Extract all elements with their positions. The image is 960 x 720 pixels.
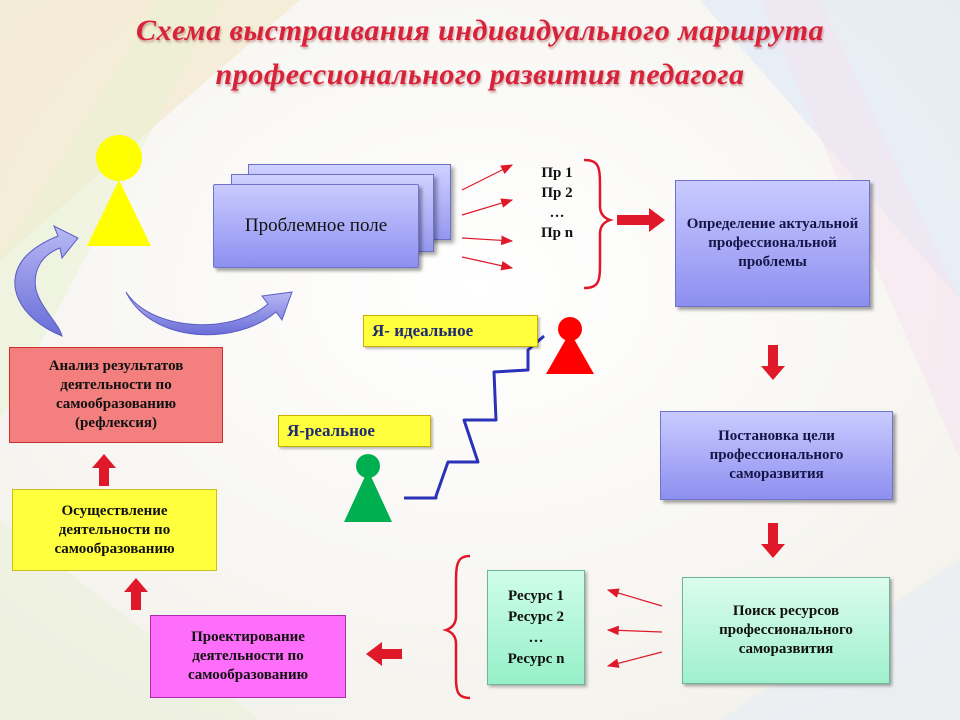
problem-field-label: Проблемное поле	[244, 215, 388, 236]
problem-item: …	[549, 205, 565, 221]
thick-arrow-up-icon	[92, 454, 116, 486]
problem-arrows	[461, 164, 514, 271]
real-self-label: Я-реальное	[278, 415, 431, 447]
ideal-self-label: Я- идеальное	[363, 315, 538, 347]
thick-arrow-up-icon	[124, 578, 148, 610]
thick-arrow-left-icon	[366, 642, 402, 666]
resource-arrows	[606, 588, 663, 668]
find-resources-box: Поиск ресурсов профессионального самораз…	[682, 577, 890, 684]
problems-list: Пр 1 Пр 2 … Пр n	[532, 163, 582, 243]
title-line-2: профессионального развития педагога	[215, 58, 745, 91]
problem-field-box: Проблемное поле	[213, 184, 419, 268]
thick-arrow-right-icon	[617, 208, 665, 232]
resource-item: Ресурс 1	[507, 587, 564, 604]
title-line-1: Схема выстраивания индивидуального маршр…	[135, 14, 825, 47]
set-goal-label: Постановка цели профессионального самора…	[709, 428, 844, 482]
curved-arrow-bottom-icon	[125, 291, 293, 336]
implement-activity-box: Осуществление деятельности по самообразо…	[12, 489, 217, 571]
problem-item: Пр 1	[541, 165, 573, 181]
problems-brace	[583, 158, 614, 290]
design-activity-label: Проектирование деятельности по самообраз…	[187, 629, 309, 683]
yellow-person-figure	[87, 135, 151, 246]
define-problem-box: Определение актуальной профессиональной …	[675, 180, 870, 307]
set-goal-box: Постановка цели профессионального самора…	[660, 411, 893, 500]
analysis-label: Анализ результатов деятельности по самоо…	[48, 358, 184, 431]
resource-item: Ресурс n	[507, 650, 565, 667]
resources-brace	[442, 554, 471, 700]
curved-arrow-left-icon	[14, 224, 79, 337]
green-person-figure	[344, 454, 392, 522]
problem-item: Пр n	[540, 225, 574, 241]
resource-item: Ресурс 2	[507, 608, 564, 625]
analysis-box: Анализ результатов деятельности по самоо…	[9, 347, 223, 443]
thick-arrow-down-icon	[761, 523, 785, 558]
resources-box: Ресурс 1 Ресурс 2 … Ресурс n	[487, 570, 585, 685]
design-activity-box: Проектирование деятельности по самообраз…	[150, 615, 346, 698]
implement-activity-label: Осуществление деятельности по самообразо…	[54, 502, 175, 557]
stairs-line	[404, 334, 545, 500]
find-resources-label: Поиск ресурсов профессионального самораз…	[719, 603, 853, 657]
resource-item: …	[528, 629, 544, 646]
problem-item: Пр 2	[541, 185, 573, 201]
red-person-figure	[546, 317, 594, 374]
thick-arrow-down-icon	[761, 345, 785, 380]
define-problem-label: Определение актуальной профессиональной …	[686, 216, 859, 270]
